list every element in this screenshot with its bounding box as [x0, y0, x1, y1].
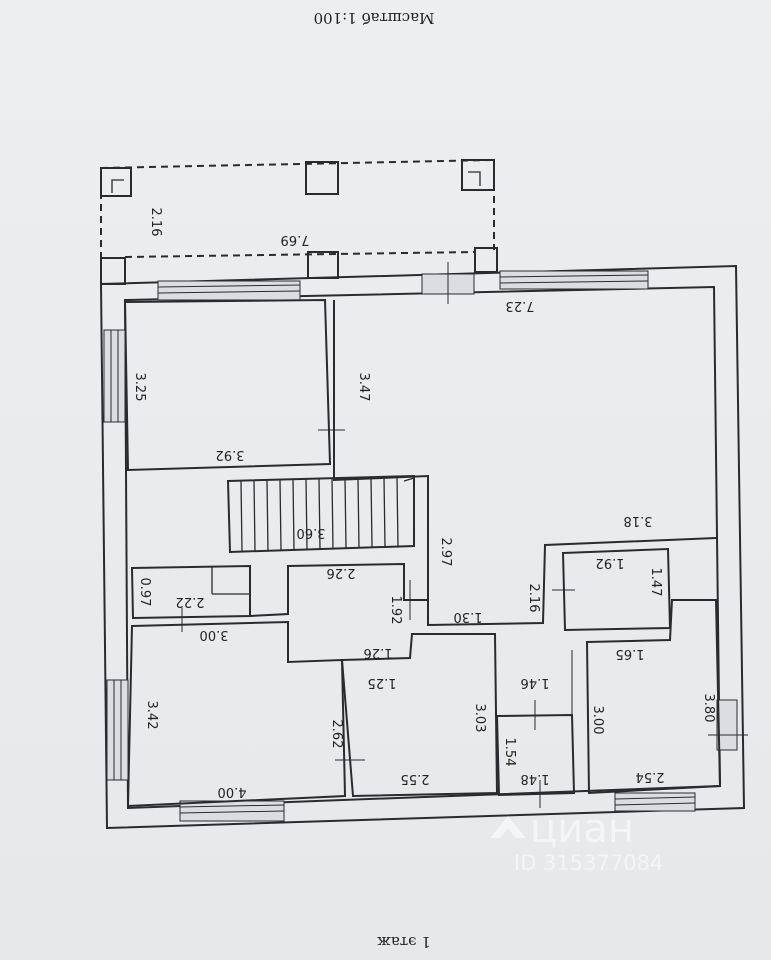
cian-logo-icon	[490, 816, 526, 838]
dim-living-height: 3.47	[356, 373, 371, 402]
window-west-2	[106, 679, 129, 781]
room-wc	[495, 713, 576, 797]
dim-room-sw-height: 3.42	[144, 701, 159, 730]
watermark-id: ID 315377084	[514, 851, 663, 875]
interior-walls	[123, 298, 722, 808]
terrace-post-nw	[100, 167, 132, 197]
dim-room-sw-width: 4.00	[218, 784, 247, 799]
dim-terrace-width: 7.69	[281, 232, 310, 247]
dim-corridor-a: 1.26	[364, 645, 393, 660]
dim-hall-height: 1.92	[388, 596, 403, 625]
dim-bath-height-right: 3.03	[472, 704, 487, 733]
staircase	[226, 474, 415, 554]
terrace-post-se	[474, 247, 498, 273]
hall	[249, 562, 428, 617]
watermark-brand: циан	[530, 806, 634, 852]
dim-wc-bottom: 1.48	[521, 771, 550, 786]
dim-room-se-right: 3.80	[701, 694, 716, 723]
dim-living-width: 7.23	[506, 298, 535, 313]
dim-room-se-top: 1.65	[616, 646, 645, 661]
room-sw	[126, 620, 347, 808]
dim-room-nw-height: 3.25	[132, 373, 147, 402]
dim-closet-height: 0.97	[137, 578, 152, 607]
dim-store-width: 1.92	[596, 555, 625, 570]
terrace-post-mid	[305, 161, 339, 195]
dim-room-se-height: 3.00	[590, 706, 605, 735]
room-se	[585, 599, 722, 795]
window-north-1	[157, 280, 301, 301]
scale-label: Масштаб 1:100	[314, 9, 435, 27]
dim-room-se-width: 2.54	[636, 769, 665, 784]
dim-stair-height: 2.97	[438, 538, 453, 567]
outer-walls	[99, 264, 746, 830]
terrace-post-sw	[100, 257, 126, 285]
dim-terrace-depth: 2.16	[148, 208, 163, 237]
dim-closet-width: 2.22	[176, 594, 205, 609]
windows	[103, 262, 748, 822]
dimension-labels: 2.16 7.69 7.23 3.47 3.18 3.25 3.92 3.60 …	[132, 208, 716, 799]
terrace-post-s	[307, 251, 339, 279]
dim-room-nw-width: 3.92	[216, 447, 245, 462]
window-west-1	[103, 329, 126, 423]
terrace-post-ne	[461, 159, 495, 191]
floor-label: 1 этаж	[377, 933, 431, 951]
dim-wc-width: 1.46	[521, 675, 550, 690]
dim-corridor-width: 1.30	[454, 609, 483, 624]
dim-store-left: 2.16	[526, 584, 541, 613]
window-east	[716, 699, 738, 751]
room-bath	[340, 633, 499, 798]
dim-living-depth: 3.18	[624, 513, 653, 528]
dim-stair-width: 3.60	[297, 525, 326, 540]
watermark: циан ID 315377084	[490, 806, 663, 875]
room-nw	[123, 298, 332, 472]
dim-bath-height-left: 2.62	[329, 720, 344, 749]
dim-bath-bottom: 2.55	[401, 771, 430, 786]
dim-store-height: 1.47	[648, 568, 663, 597]
dim-hall-width: 2.26	[327, 565, 356, 580]
room-living	[333, 300, 717, 627]
dim-wc-height: 1.54	[502, 738, 517, 767]
dim-room-sw-top: 3.00	[200, 627, 229, 642]
window-north-2	[499, 270, 649, 290]
dim-bath-width: 1.25	[368, 675, 397, 690]
